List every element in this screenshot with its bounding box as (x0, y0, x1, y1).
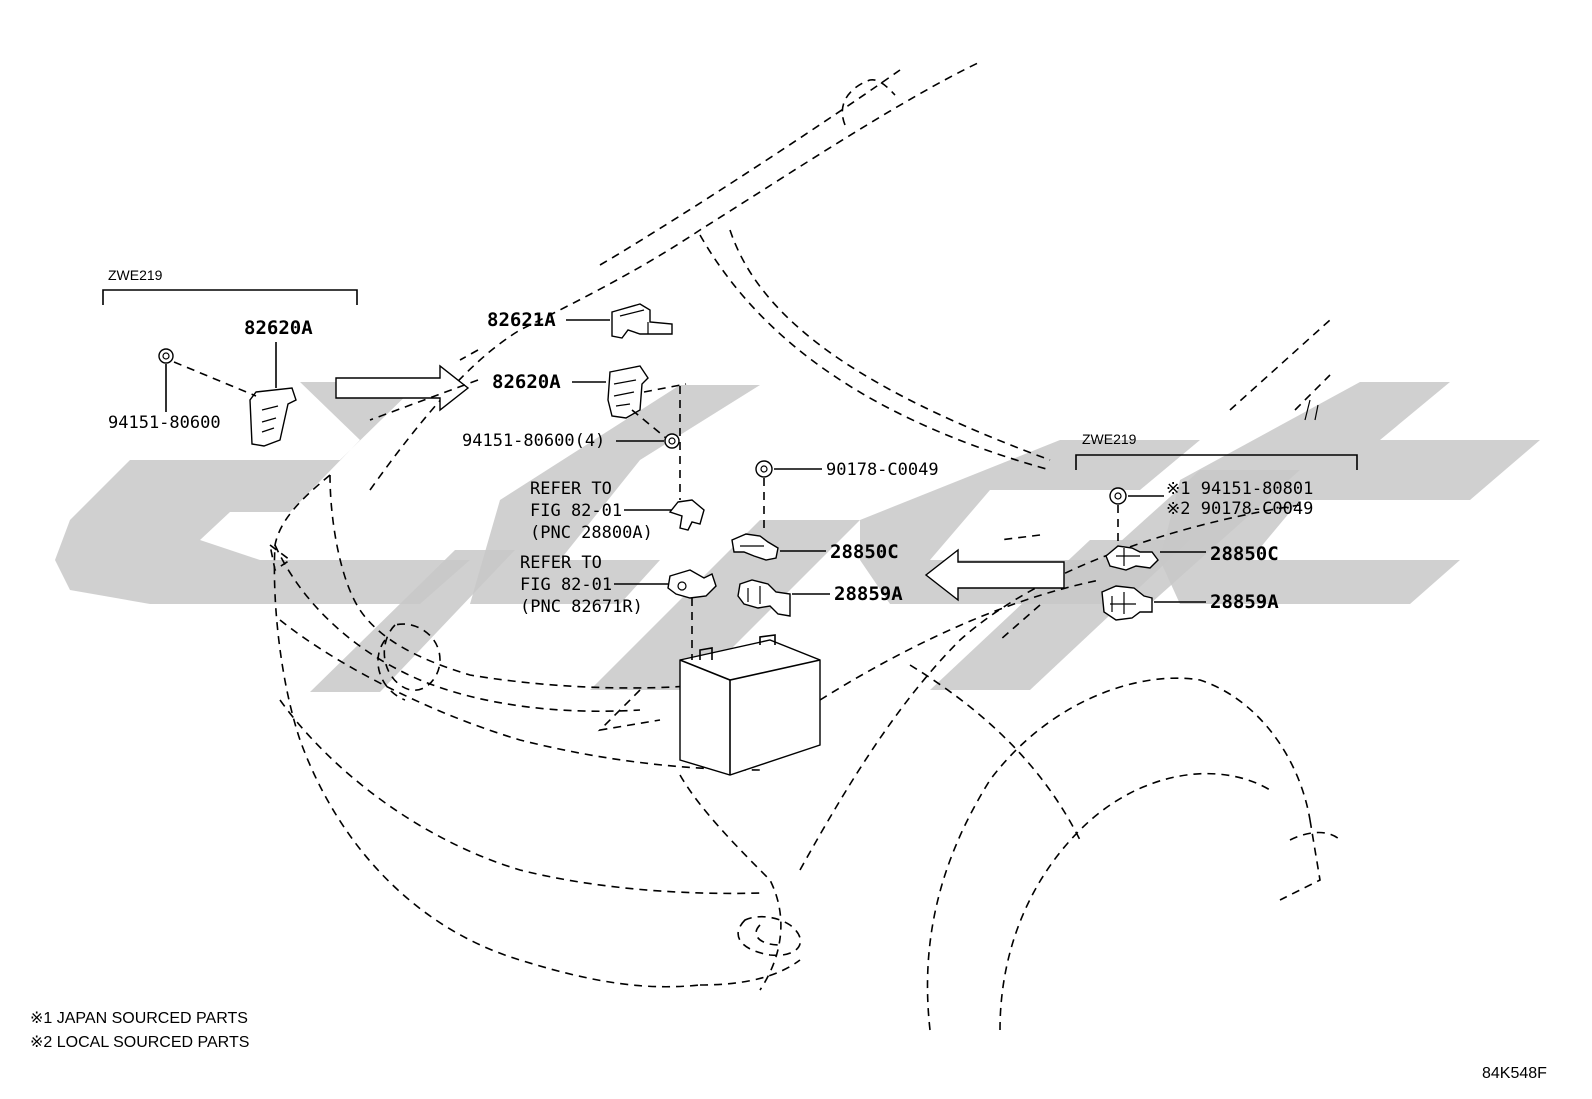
part-28850c-main-label[interactable]: 28850C (830, 541, 899, 563)
part-82620a-main-label[interactable]: 82620A (492, 371, 561, 393)
hood-support-part[interactable] (667, 569, 717, 599)
part-94151-80600-left-label[interactable]: 94151-80600 (108, 413, 221, 433)
part-94151-80801-label[interactable]: ※1 94151-80801 (1166, 479, 1313, 499)
legend-note-1: ※1 JAPAN SOURCED PARTS (30, 1010, 248, 1027)
clip-94151-80600-left[interactable] (158, 348, 174, 364)
part-90178-c0049-label[interactable]: 90178-C0049 (826, 460, 939, 480)
part-94151-80600-4-label[interactable]: 94151-80600(4) (462, 431, 605, 451)
switch-28850c-right[interactable] (1105, 545, 1159, 571)
clip-90178-c0049-main[interactable] (755, 460, 773, 478)
arrow-right-icon (335, 364, 470, 412)
arrow-left-icon (924, 548, 1065, 602)
bracket-82620a-left[interactable] (249, 387, 297, 447)
switch-28850c-main[interactable] (731, 533, 779, 561)
part-28859a-right-label[interactable]: 28859A (1210, 591, 1279, 613)
part-28850c-right-label[interactable]: 28850C (1210, 543, 1279, 565)
ref2-line2[interactable]: FIG 82-01 (520, 575, 612, 595)
right-variant-label: ZWE219 (1082, 431, 1137, 447)
bracket-28859a-main[interactable] (737, 579, 791, 617)
ref1-line3: (PNC 28800A) (530, 523, 653, 543)
bracket-82621a[interactable] (611, 303, 673, 339)
right-variant-group: ZWE219 ※1 94151-80801 ※2 90178-C0049 288… (1075, 431, 1358, 621)
center-group: 82621A 82620A 94151-80600(4) REFER TO FI… (462, 303, 939, 660)
figure-code: 84K548F (1482, 1065, 1547, 1082)
part-82621a-label[interactable]: 82621A (487, 309, 556, 331)
bracket-82620a-main[interactable] (607, 365, 649, 419)
clip-94151-80801[interactable] (1109, 487, 1127, 505)
hood-lock-part[interactable] (668, 499, 705, 531)
part-82620a-left-label[interactable]: 82620A (244, 317, 313, 339)
bracket-28859a-right[interactable] (1101, 585, 1153, 621)
battery-box (679, 634, 821, 776)
clip-94151-80600-main[interactable] (664, 433, 680, 449)
ref2-line1: REFER TO (520, 553, 602, 573)
ref2-line3: (PNC 82671R) (520, 597, 643, 617)
part-28859a-main-label[interactable]: 28859A (834, 583, 903, 605)
ref1-line2[interactable]: FIG 82-01 (530, 501, 622, 521)
left-variant-label: ZWE219 (108, 267, 163, 283)
legend-note-2: ※2 LOCAL SOURCED PARTS (30, 1034, 249, 1051)
ref1-line1: REFER TO (530, 479, 612, 499)
part-90178-c0049-right-label[interactable]: ※2 90178-C0049 (1166, 499, 1313, 519)
left-variant-group: ZWE219 82620A 94151-80600 (102, 267, 358, 447)
